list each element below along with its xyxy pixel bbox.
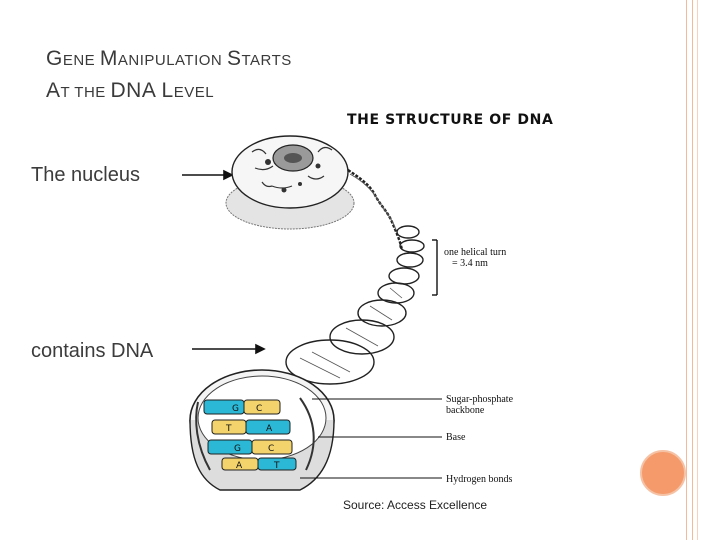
annotation-leader-lines: [300, 398, 442, 479]
base-letter: C: [256, 404, 262, 414]
sugar-phosphate-annotation: Sugar-phosphate backbone: [446, 394, 514, 416]
slide-border-line: [697, 0, 698, 540]
source-caption: Source: Access Excellence: [343, 498, 488, 512]
nucleus-label: The nucleus: [31, 164, 140, 186]
base-letter: G: [232, 404, 239, 414]
hydrogen-bonds-annotation: Hydrogen bonds: [446, 474, 513, 485]
figure-title: THE STRUCTURE OF DNA: [347, 112, 554, 128]
dna-cross-section: [189, 369, 335, 491]
chromatin-strand: [347, 169, 404, 251]
base-letter: T: [273, 461, 280, 471]
dna-helix: [285, 225, 425, 385]
slide-border-line: [692, 0, 693, 540]
helical-turn-bracket: [432, 239, 438, 296]
slide-border-line: [686, 0, 687, 540]
helical-turn-annotation: one helical turn = 3.4 nm: [444, 247, 507, 269]
nucleus-arrow: [182, 169, 234, 181]
title-line-2: AT THE DNA LEVEL: [46, 79, 215, 102]
dna-label: contains DNA: [31, 340, 154, 362]
base-annotation: Base: [446, 432, 466, 443]
title-line-1: GENE MANIPULATION STARTS: [46, 47, 292, 70]
base-letter: C: [268, 444, 274, 454]
base-letter: G: [234, 444, 241, 454]
dna-arrow: [192, 343, 266, 355]
base-letter: T: [225, 424, 232, 434]
base-letter: A: [236, 461, 243, 471]
cell-drawing: [225, 135, 355, 230]
decorative-circle: [640, 450, 686, 496]
slide-title: GENE MANIPULATION STARTS AT THE DNA LEVE…: [46, 44, 292, 108]
base-letter: A: [266, 424, 273, 434]
